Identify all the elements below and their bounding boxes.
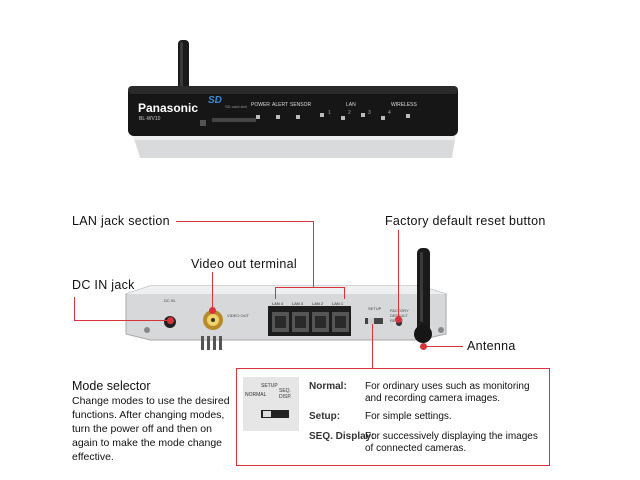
setup-label: SETUP — [368, 306, 382, 311]
video-leader-dot — [209, 307, 216, 314]
lan-number-3: 3 — [368, 110, 371, 116]
switch-label-setup: SETUP — [261, 383, 278, 389]
sd-slot-label: SD card slot — [225, 104, 247, 109]
dc-leader-v — [74, 297, 75, 320]
video-out-label: VIDEO OUT — [227, 313, 250, 318]
lan-number-1: 1 — [328, 110, 331, 116]
port-label-lan4: LAN 4 — [272, 301, 284, 306]
mode-desc-seq: For successively displaying the images o… — [365, 431, 538, 454]
antenna-leader-dot — [420, 343, 427, 350]
brand-logo: Panasonic — [138, 101, 199, 115]
router-back-image — [125, 248, 447, 350]
sd-logo: SD — [208, 95, 222, 106]
lan-number-4: 4 — [388, 110, 391, 116]
callout-antenna: Antenna — [467, 339, 516, 353]
mode-leader — [372, 324, 373, 369]
model-label: BL-WV10 — [139, 116, 161, 122]
lan-leader-h — [176, 221, 314, 222]
indicator-label-alert: ALERT — [272, 102, 289, 108]
switch-illustration: SETUP NORMAL SEQ. DISP. — [243, 377, 299, 431]
callout-factory-reset: Factory default reset button — [385, 214, 546, 228]
dc-in-label: DC IN — [164, 298, 175, 303]
indicator-label-sensor: SENSOR — [290, 102, 312, 108]
mode-selector-title: Mode selector — [72, 379, 151, 393]
port-label-lan2: LAN 2 — [312, 301, 324, 306]
indicator-label-wireless: WIRELESS — [391, 102, 417, 108]
lan-bracket-h — [275, 287, 345, 288]
dc-leader-dot — [167, 317, 174, 324]
switch-label-normal: NORMAL — [245, 392, 267, 398]
lan-bracket-right — [344, 287, 345, 299]
mode-term-normal: Normal: — [309, 381, 347, 392]
lan-number-2: 2 — [348, 110, 351, 116]
port-label-lan3: LAN 3 — [292, 301, 304, 306]
switch-label-seq: SEQ. DISP. — [279, 388, 292, 400]
callout-dc-in: DC IN jack — [72, 278, 135, 292]
antenna-leader — [423, 346, 463, 347]
mode-info-box: SETUP NORMAL SEQ. DISP. Normal: For ordi… — [236, 368, 550, 466]
router-front-image — [128, 40, 458, 158]
video-leader — [212, 272, 213, 308]
mode-term-seq: SEQ. Display: — [309, 431, 375, 442]
indicator-label-power: POWER — [251, 102, 270, 108]
dc-leader-h — [74, 320, 170, 321]
mode-selector-description: Change modes to use the desired function… — [72, 395, 230, 463]
switch-slider-track — [261, 410, 289, 418]
reset-leader — [398, 230, 399, 318]
switch-slider-knob — [263, 411, 271, 417]
mode-desc-normal: For ordinary uses such as monitoring and… — [365, 381, 530, 404]
indicator-label-lan: LAN — [346, 102, 356, 108]
port-label-lan1: LAN 1 — [332, 301, 344, 306]
lan-leader-v — [313, 221, 314, 287]
callout-lan-jack: LAN jack section — [72, 214, 170, 228]
mode-term-setup: Setup: — [309, 411, 341, 422]
mode-desc-setup: For simple settings. — [365, 411, 452, 422]
lan-bracket-left — [275, 287, 276, 299]
reset-leader-dot — [395, 316, 402, 323]
callout-video-out: Video out terminal — [191, 257, 297, 271]
